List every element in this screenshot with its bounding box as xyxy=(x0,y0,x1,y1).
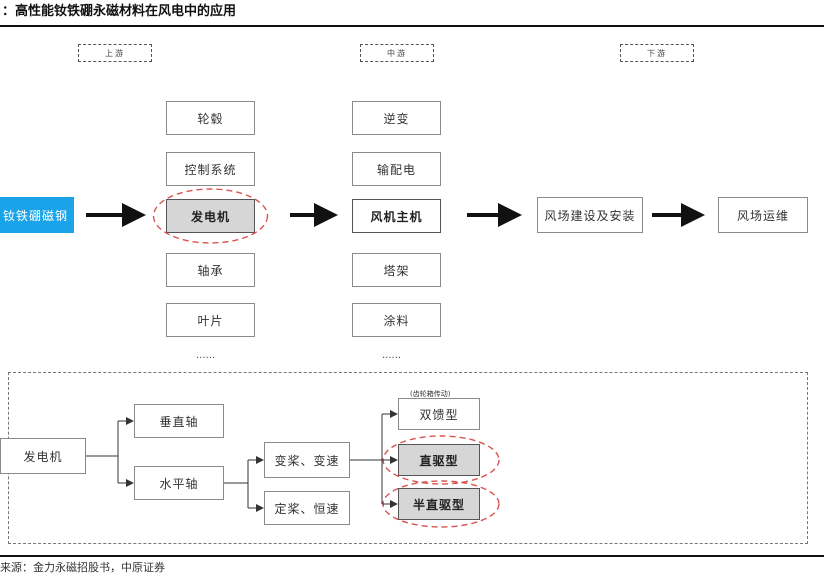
raw-material-box: 钕铁硼磁钢 xyxy=(0,197,74,233)
assembly-inverter: 逆变 xyxy=(352,101,441,135)
component-blade: 叶片 xyxy=(166,303,255,337)
downstream-construction: 风场建设及安装 xyxy=(537,197,643,233)
tree-horizontal-axis: 水平轴 xyxy=(134,466,224,500)
figure-title: ：高性能钕铁硼永磁材料在风电中的应用 xyxy=(2,4,237,19)
tree-fixed-pitch-speed: 定桨、恒速 xyxy=(264,491,350,525)
component-more: ...... xyxy=(196,350,216,361)
assembly-turbine-main: 风机主机 xyxy=(352,199,441,233)
assembly-power-transmission: 输配电 xyxy=(352,152,441,186)
tree-doubly-fed: 双馈型 xyxy=(398,398,480,430)
tree-generator-root: 发电机 xyxy=(0,438,86,474)
tree-semi-direct-drive: 半直驱型 xyxy=(398,488,480,520)
tree-direct-drive: 直驱型 xyxy=(398,444,480,476)
tree-vertical-axis: 垂直轴 xyxy=(134,404,224,438)
assembly-tower: 塔架 xyxy=(352,253,441,287)
highlight-direct-drive xyxy=(382,435,500,485)
stage-midstream: 中游 xyxy=(360,44,434,62)
assembly-more: ...... xyxy=(382,350,402,361)
component-hub: 轮毂 xyxy=(166,101,255,135)
gear-note: (齿轮箱传动) xyxy=(410,390,451,398)
source-note: 来源：金力永磁招股书，中原证券 xyxy=(0,561,165,574)
component-bearing: 轴承 xyxy=(166,253,255,287)
bottom-rule xyxy=(0,555,824,557)
component-control-system: 控制系统 xyxy=(166,152,255,186)
assembly-coating: 涂料 xyxy=(352,303,441,337)
top-rule xyxy=(0,25,824,27)
stage-upstream: 上游 xyxy=(78,44,152,62)
tree-variable-pitch-speed: 变桨、变速 xyxy=(264,442,350,478)
highlight-generator xyxy=(152,188,269,244)
stage-downstream: 下游 xyxy=(620,44,694,62)
downstream-operation: 风场运维 xyxy=(718,197,808,233)
highlight-semi-direct-drive xyxy=(382,480,500,528)
component-generator: 发电机 xyxy=(166,199,255,233)
